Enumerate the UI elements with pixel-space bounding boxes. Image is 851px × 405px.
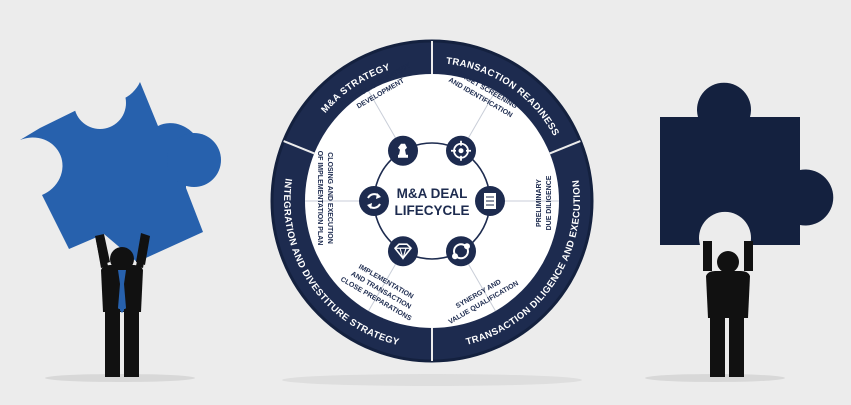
left-businessman-figure xyxy=(95,233,150,377)
step-label-line: DUE DILIGENCE xyxy=(546,175,553,230)
right-figure-leg xyxy=(729,315,744,377)
right-figure-leg xyxy=(710,315,725,377)
document-scale-icon xyxy=(475,186,505,216)
ring-dividers xyxy=(283,41,581,361)
right-businessman-figure xyxy=(703,241,753,377)
navy-puzzle-piece xyxy=(660,82,834,245)
step-label-line: PRELIMINARY xyxy=(536,179,543,227)
right-figure-torso xyxy=(706,271,750,318)
ring-divider xyxy=(283,140,315,155)
left-ground-shadow xyxy=(45,374,195,382)
diamond-icon xyxy=(388,236,418,267)
synergy-icon xyxy=(446,236,476,267)
right-figure-head xyxy=(717,251,739,273)
cycle-arrows-icon xyxy=(359,186,389,216)
center-title-line1: M&A DEAL xyxy=(397,186,468,201)
center-ground-shadow xyxy=(282,374,582,386)
blue-puzzle-piece xyxy=(8,77,221,262)
chess-knight-icon xyxy=(388,135,418,166)
target-icon xyxy=(446,135,476,166)
step-label-line: OF IMPLEMENTATION PLAN xyxy=(316,151,323,246)
right-ground-shadow xyxy=(645,374,785,382)
left-figure-leg xyxy=(105,309,120,377)
step-label-line: CLOSING AND EXECUTION xyxy=(326,152,333,244)
ring-divider xyxy=(549,140,581,155)
center-title-line2: LIFECYCLE xyxy=(394,203,469,218)
left-figure-tie xyxy=(118,270,126,284)
step-icons xyxy=(359,135,505,267)
left-figure-leg xyxy=(124,309,139,377)
inner-disc xyxy=(305,74,559,328)
